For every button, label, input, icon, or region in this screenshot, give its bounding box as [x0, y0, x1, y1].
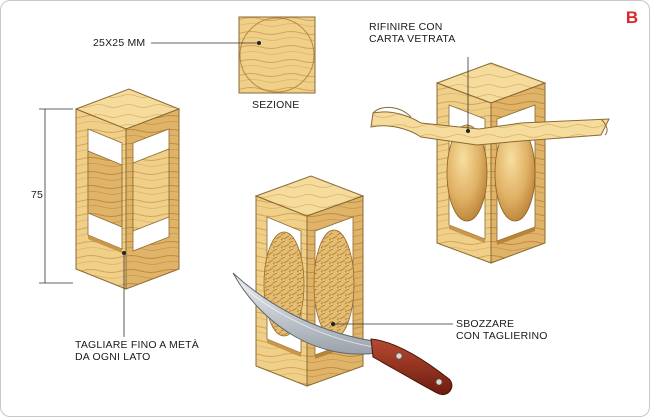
section-point — [257, 41, 261, 45]
sand-point — [466, 129, 470, 133]
panel-badge: B — [625, 8, 639, 27]
rough-point — [331, 322, 335, 326]
carving-knife-icon — [232, 272, 453, 395]
section-view — [151, 16, 316, 94]
section-size-label: 25X25 MM — [93, 37, 146, 49]
roughing-block — [254, 175, 365, 387]
cut-instruction-line2: DA OGNI LATO — [75, 351, 151, 363]
height-dimension — [39, 108, 73, 284]
cut-point — [122, 251, 126, 255]
rough-instruction-line1: SBOZZARE — [456, 318, 515, 330]
finishing-block — [370, 62, 610, 264]
sand-instruction-line2: CARTA VETRATA — [369, 33, 456, 45]
section-caption: SEZIONE — [252, 99, 300, 111]
cut-instruction-line1: TAGLIARE FINO A METÀ — [75, 339, 199, 351]
notched-block — [74, 88, 181, 337]
height-dimension-label: 75 — [31, 189, 44, 201]
sand-instruction-line1: RIFINIRE CON — [369, 21, 443, 33]
rough-instruction-line2: CON TAGLIERINO — [456, 330, 548, 342]
